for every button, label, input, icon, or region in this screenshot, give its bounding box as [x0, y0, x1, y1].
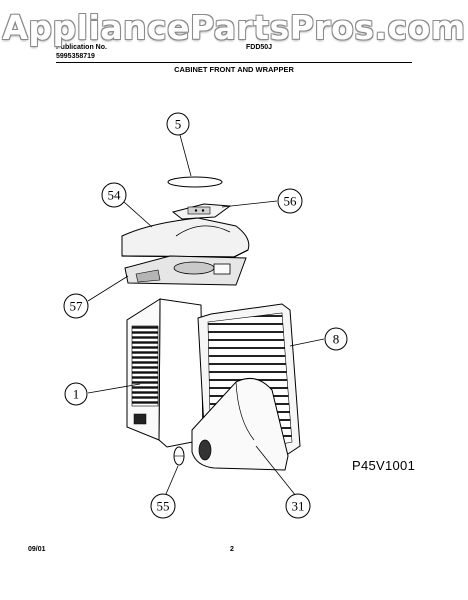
part-control-panel — [171, 203, 232, 220]
part-water-bucket — [191, 377, 289, 471]
part-label-disc — [167, 176, 223, 188]
footer-date: 09/01 — [28, 546, 46, 553]
svg-text:56: 56 — [284, 194, 298, 209]
section-title: CABINET FRONT AND WRAPPER — [174, 65, 294, 74]
svg-text:54: 54 — [108, 188, 122, 203]
header-rule — [56, 62, 412, 63]
callout-31: 31 — [285, 493, 311, 519]
part-wrapper — [126, 298, 204, 448]
callout-5: 5 — [166, 112, 190, 136]
callout-54: 54 — [101, 182, 127, 208]
callout-1: 1 — [64, 382, 88, 406]
part-top-cover — [121, 217, 250, 258]
model-number: FDD50J — [246, 44, 273, 51]
svg-text:5: 5 — [175, 117, 182, 132]
publication-label: Publication No. — [56, 44, 107, 51]
callout-56: 56 — [277, 188, 303, 214]
callout-55: 55 — [150, 493, 176, 519]
part-top-frame — [124, 255, 247, 286]
callout-57: 57 — [63, 293, 89, 319]
svg-text:31: 31 — [292, 499, 305, 514]
callout-8: 8 — [324, 327, 348, 351]
svg-text:1: 1 — [73, 387, 80, 402]
publication-number: 5995358719 — [56, 53, 95, 60]
svg-text:8: 8 — [333, 332, 340, 347]
page-number: 2 — [230, 546, 234, 553]
diagram-code: P45V1001 — [352, 458, 416, 473]
svg-text:57: 57 — [70, 299, 84, 314]
svg-text:55: 55 — [157, 499, 170, 514]
part-caster — [173, 446, 185, 466]
leader-lines — [87, 134, 325, 497]
